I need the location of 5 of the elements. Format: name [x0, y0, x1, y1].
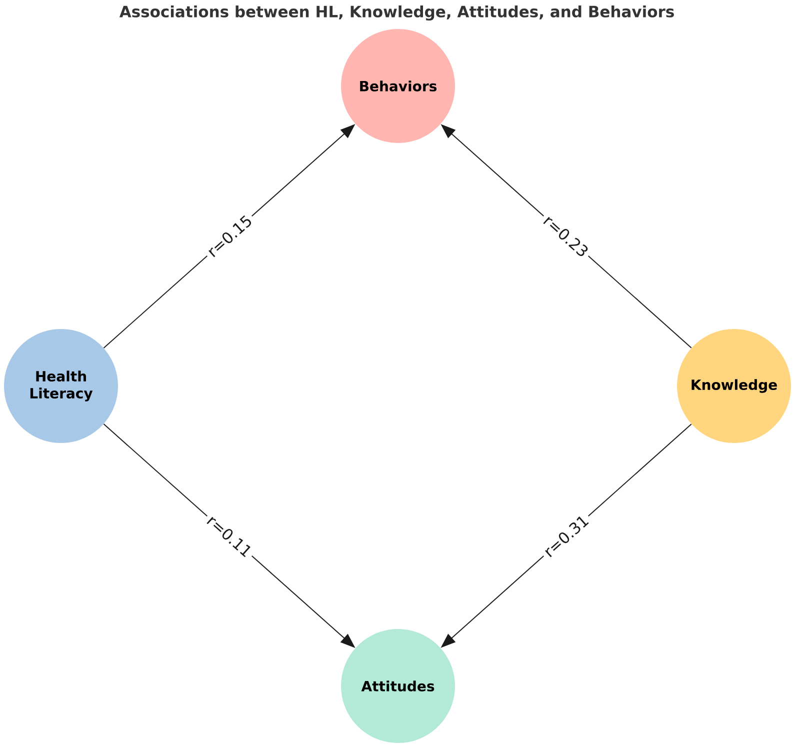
title: Associations between HL, Knowledge, Attitudes, and Behaviors: [119, 5, 674, 21]
circle-node: Attitudes: [341, 629, 455, 743]
circle-node: Health Literacy: [4, 329, 118, 443]
circle-node: Behaviors: [341, 29, 455, 143]
circle-node: Knowledge: [677, 329, 791, 443]
